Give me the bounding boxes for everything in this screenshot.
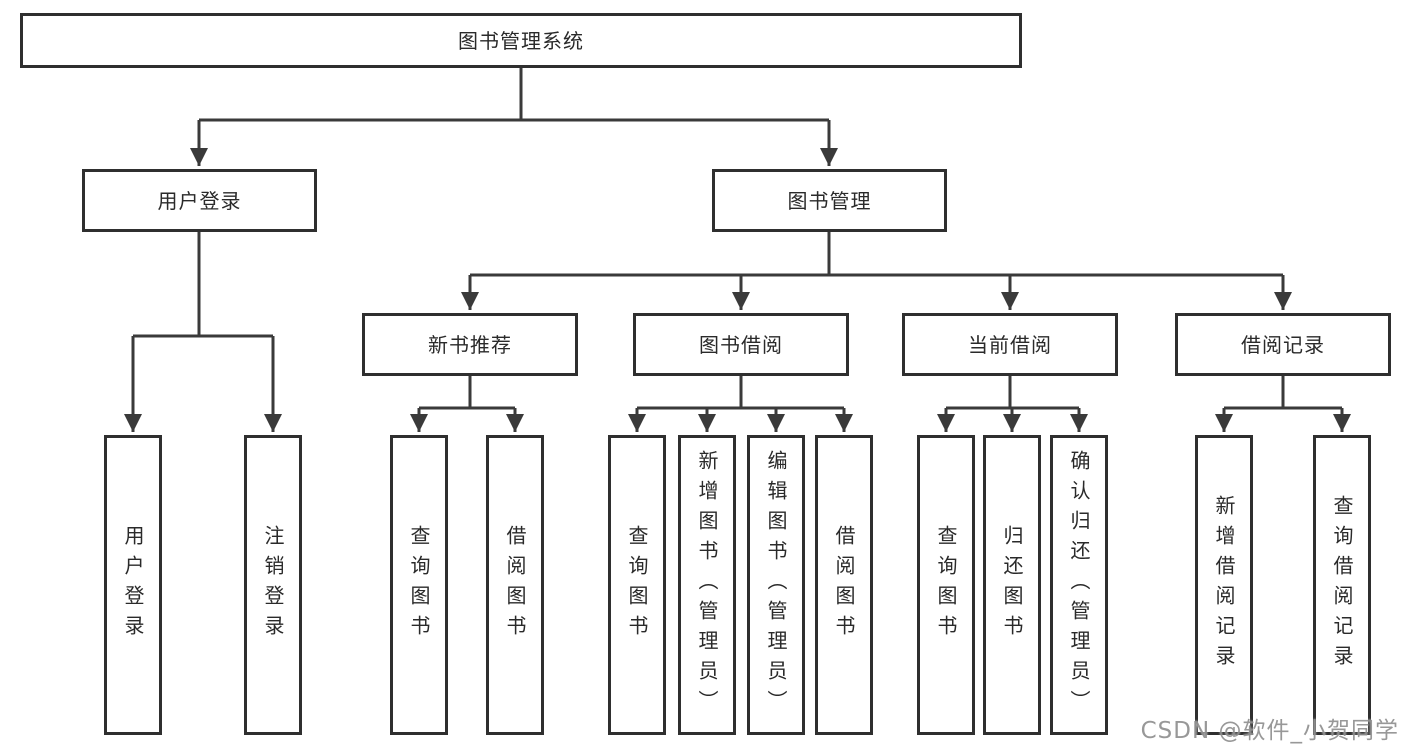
node-new-book-recommendation: 新书推荐 — [362, 313, 578, 376]
leaf-borrow-books-borrowing: 借阅图书 — [815, 435, 873, 735]
leaf-query-borrow-record: 查询借阅记录 — [1313, 435, 1371, 735]
node-book-management: 图书管理 — [712, 169, 947, 232]
node-borrowing-records: 借阅记录 — [1175, 313, 1391, 376]
node-book-borrowing: 图书借阅 — [633, 313, 849, 376]
leaf-return-books: 归还图书 — [983, 435, 1041, 735]
leaf-confirm-return-admin: 确认归还（管理员） — [1050, 435, 1108, 735]
leaf-borrow-books-recommend: 借阅图书 — [486, 435, 544, 735]
edge-book-mgmt-bar — [470, 232, 1283, 277]
edge-borrow-records-bar — [1224, 376, 1342, 410]
edge-root-bar — [199, 68, 829, 122]
leaf-user-login: 用户登录 — [104, 435, 162, 735]
edge-new-book-bar — [419, 376, 515, 410]
edge-current-borrow-bar — [946, 376, 1079, 410]
leaf-query-books-borrowing: 查询图书 — [608, 435, 666, 735]
leaf-edit-book-admin: 编辑图书（管理员） — [747, 435, 805, 735]
leaf-query-books-recommend: 查询图书 — [390, 435, 448, 735]
edge-user-login-bar — [133, 232, 273, 338]
node-library-system-root: 图书管理系统 — [20, 13, 1022, 68]
leaf-add-borrow-record: 新增借阅记录 — [1195, 435, 1253, 735]
edge-book-borrow-bar — [637, 376, 844, 410]
node-user-login: 用户登录 — [82, 169, 317, 232]
leaf-logout: 注销登录 — [244, 435, 302, 735]
leaf-add-book-admin: 新增图书（管理员） — [678, 435, 736, 735]
node-current-borrowing: 当前借阅 — [902, 313, 1118, 376]
leaf-query-books-current: 查询图书 — [917, 435, 975, 735]
